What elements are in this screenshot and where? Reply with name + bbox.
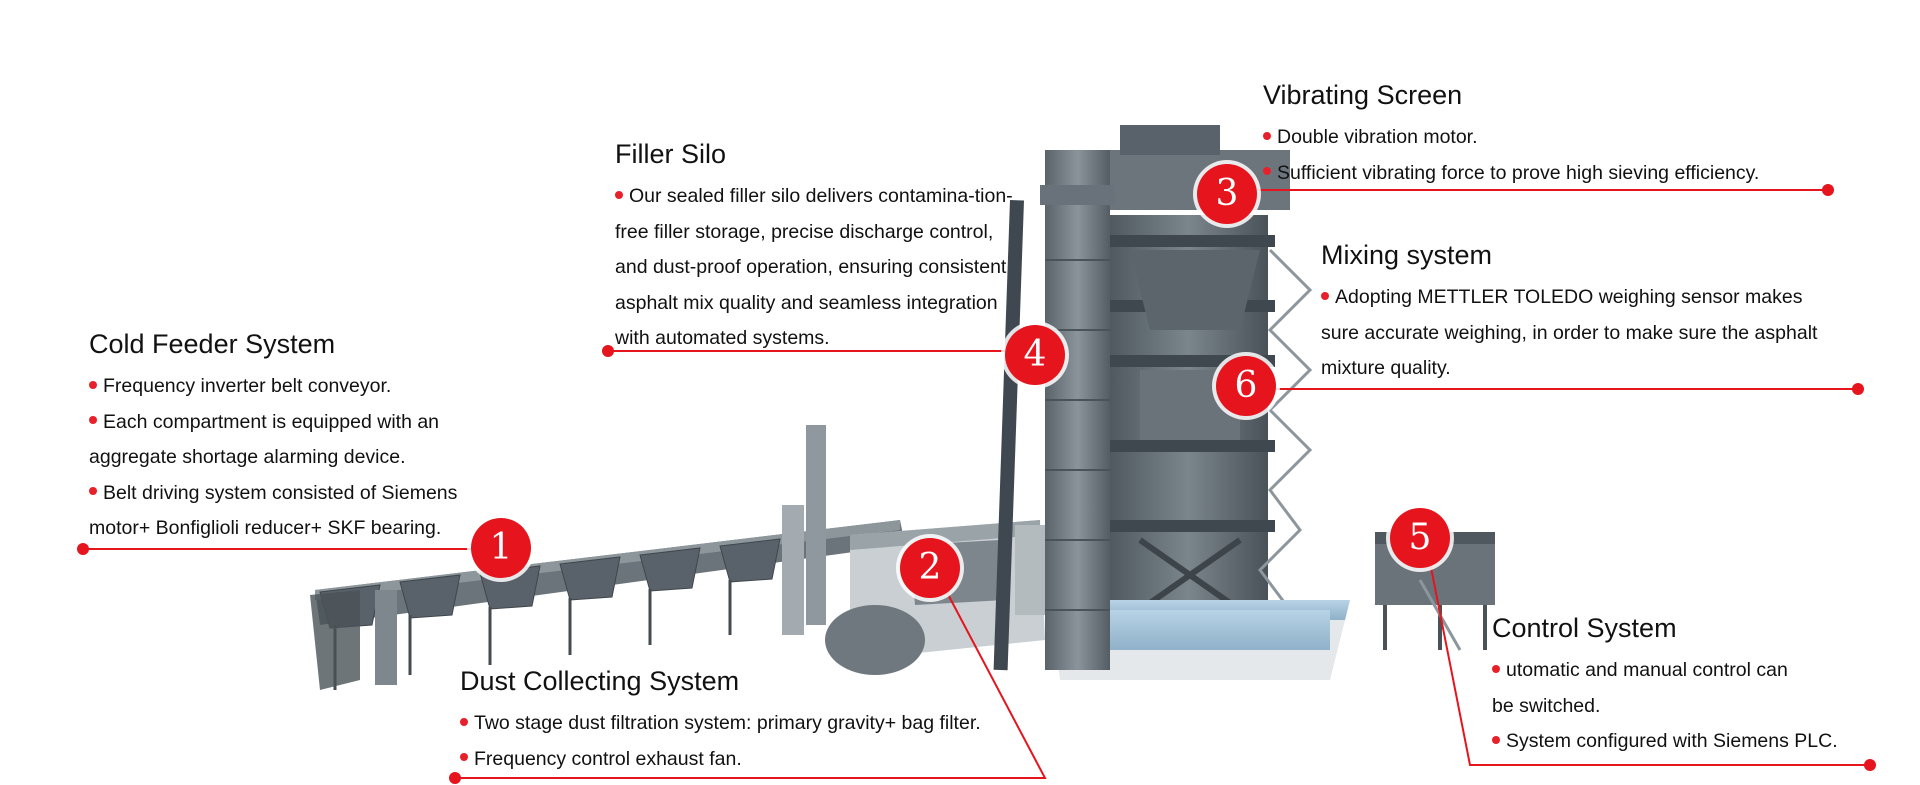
bullet-item: Frequency control exhaust fan. xyxy=(460,742,1060,778)
bullet-item: Sufficient vibrating force to prove high… xyxy=(1263,156,1823,192)
bullet-item: Frequency inverter belt conveyor. xyxy=(89,369,489,405)
bullet-dot-icon xyxy=(89,380,97,389)
cold-feeder-bullets: Frequency inverter belt conveyor. Each c… xyxy=(89,369,489,547)
mixing-system-section: Mixing system Adopting METTLER TOLEDO we… xyxy=(1321,238,1841,387)
dust-collecting-title: Dust Collecting System xyxy=(460,666,740,696)
bullet-dot-icon xyxy=(615,190,623,199)
cold-feeder-title: Cold Feeder System xyxy=(89,329,336,359)
cold-feeder-section: Cold Feeder System Frequency inverter be… xyxy=(89,327,489,547)
vibrating-screen-bullets: Double vibration motor. Sufficient vibra… xyxy=(1263,120,1823,191)
dust-collecting-bullets: Two stage dust filtration system: primar… xyxy=(460,706,1060,777)
bullet-item: Belt driving system consisted of Siemens… xyxy=(89,481,458,539)
bullet-dot-icon xyxy=(460,717,468,726)
filler-silo-title: Filler Silo xyxy=(615,139,727,169)
mixing-system-bullets: Adopting METTLER TOLEDO weighing sensor … xyxy=(1321,280,1841,387)
bullet-dot-icon xyxy=(1492,735,1500,744)
control-system-bullets: utomatic and manual control can be switc… xyxy=(1492,653,1862,760)
vibrating-screen-title: Vibrating Screen xyxy=(1263,80,1463,110)
control-system-title: Control System xyxy=(1492,613,1677,643)
vibrating-screen-section: Vibrating Screen Double vibration motor.… xyxy=(1263,78,1823,191)
cold-feeder-illustration xyxy=(310,520,905,690)
bullet-dot-icon xyxy=(1263,167,1271,176)
bullet-item: System configured with Siemens PLC. xyxy=(1492,724,1862,760)
bullet-item: Double vibration motor. xyxy=(1263,120,1823,156)
leader-endpoints xyxy=(77,184,1876,784)
dust-collecting-section: Dust Collecting System Two stage dust fi… xyxy=(460,664,1060,777)
marker-2: 2 xyxy=(900,538,960,598)
filler-silo-illustration xyxy=(1040,150,1115,670)
bullet-dot-icon xyxy=(89,416,97,425)
marker-1: 1 xyxy=(471,518,531,578)
bullet-item: Adopting METTLER TOLEDO weighing sensor … xyxy=(1321,286,1818,379)
mixing-system-title: Mixing system xyxy=(1321,240,1493,270)
bullet-dot-icon xyxy=(460,753,468,762)
marker-3: 3 xyxy=(1197,164,1257,224)
filler-silo-bullets: Our sealed filler silo delivers contamin… xyxy=(615,179,1015,357)
bullet-item: Each compartment is equipped with an agg… xyxy=(89,410,440,468)
mixing-tower-illustration xyxy=(1050,125,1350,680)
control-system-section: Control System utomatic and manual contr… xyxy=(1492,611,1862,760)
filler-silo-section: Filler Silo Our sealed filler silo deliv… xyxy=(615,137,1015,357)
marker-5: 5 xyxy=(1390,508,1450,568)
bullet-dot-icon xyxy=(89,487,97,496)
bullet-item: Our sealed filler silo delivers contamin… xyxy=(615,185,1013,349)
leader-lines xyxy=(83,189,1870,779)
bullet-item: Two stage dust filtration system: primar… xyxy=(460,706,1060,742)
bullet-dot-icon xyxy=(1321,291,1329,300)
bullet-dot-icon xyxy=(1263,131,1271,140)
bullet-item: utomatic and manual control can be switc… xyxy=(1492,659,1788,717)
bullet-dot-icon xyxy=(1492,664,1500,673)
marker-6: 6 xyxy=(1216,356,1276,416)
marker-4: 4 xyxy=(1005,325,1065,385)
